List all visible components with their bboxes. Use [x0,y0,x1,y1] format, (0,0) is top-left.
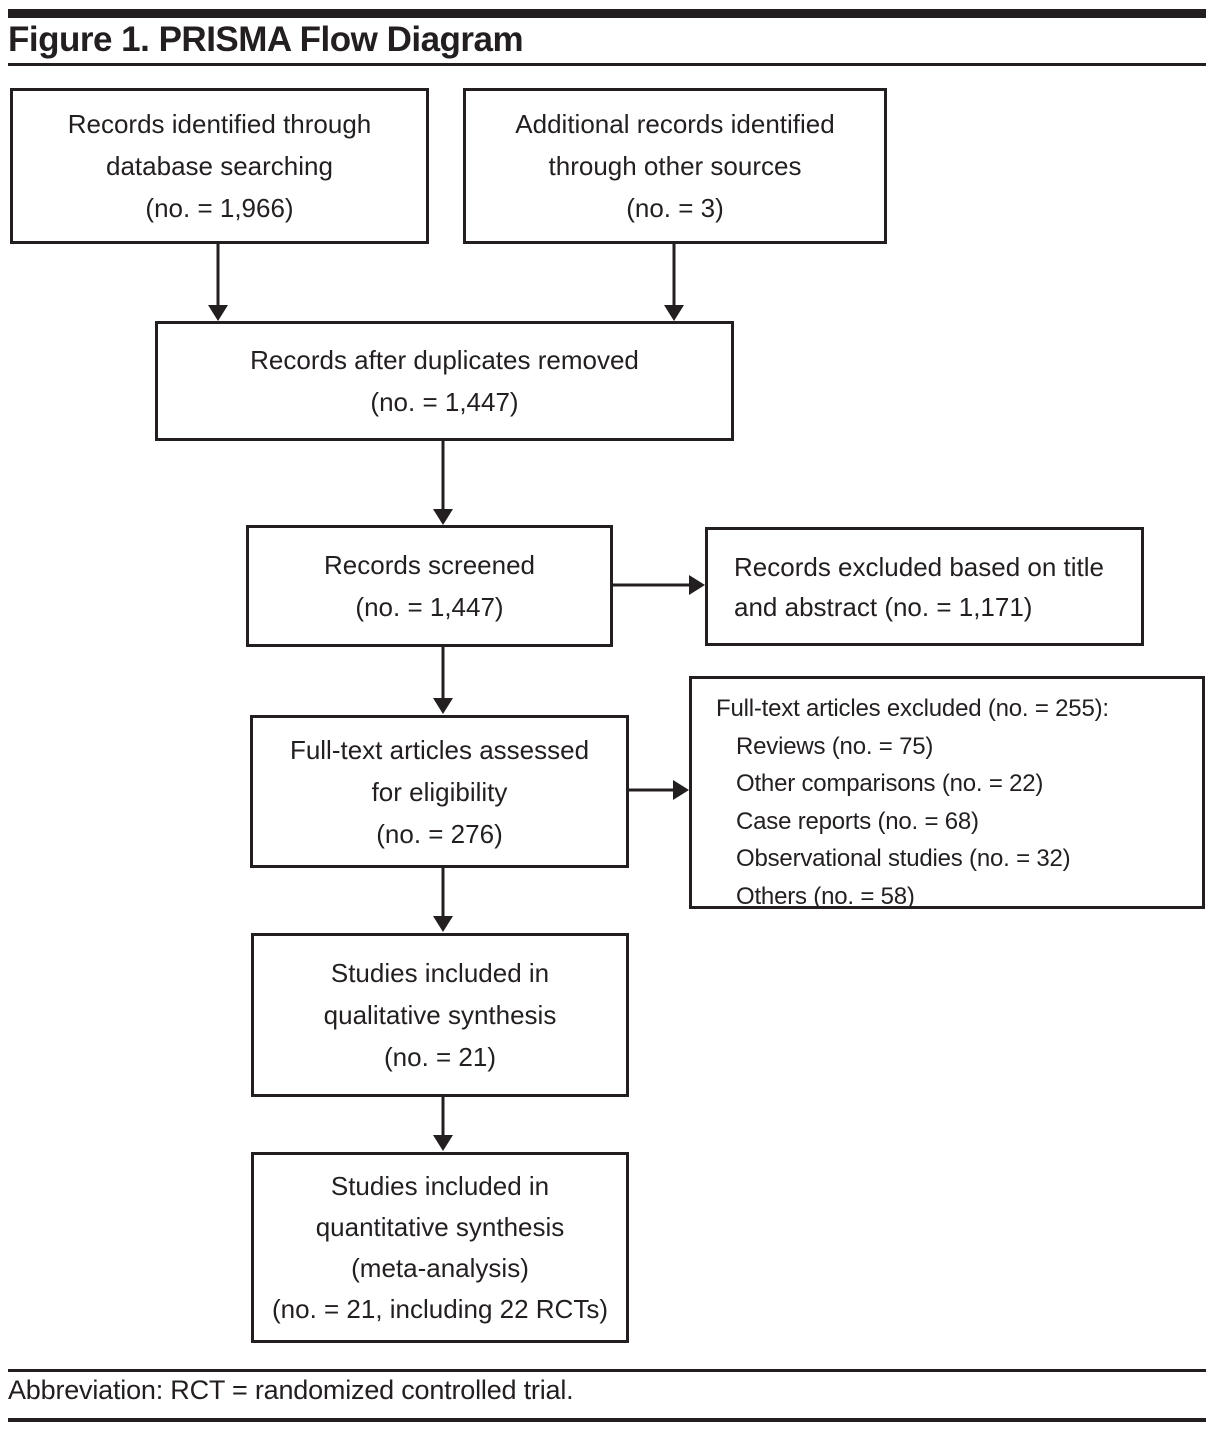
node-line: Full-text articles excluded (no. = 255): [716,695,1109,722]
node-line: (meta-analysis) [351,1252,529,1283]
arrowhead-down-icon [433,698,453,714]
node-line: Records identified through [67,109,372,139]
node-line: (no. = 1,966) [145,193,294,223]
node-line: (no. = 3) [626,193,724,223]
node-line: (no. = 21, including 22 RCTs) [271,1293,608,1324]
excluded-item: Observational studies (no. = 32) [736,845,1071,872]
node-fulltext-excluded: Full-text articles excluded (no. = 255):… [689,676,1205,910]
node-quantitative-synthesis: Studies included in quantitative synthes… [251,1152,629,1343]
node-qualitative-synthesis: Studies included in qualitative synthesi… [251,933,629,1097]
node-line: quantitative synthesis [315,1211,565,1242]
node-line: for eligibility [371,776,508,807]
arrow-deduplicated-to-screened [433,441,453,525]
arrowhead-right-icon [673,780,689,800]
node-line: Studies included in [330,1170,550,1201]
arrow-qualitative-to-quantitative [433,1097,453,1151]
node-additional-records: Additional records identified through ot… [463,88,887,244]
top-bar [8,9,1206,18]
figure-title: Figure 1. PRISMA Flow Diagram [8,20,524,59]
node-line: Records after duplicates removed [250,345,639,375]
arrow-screened-to-fulltext [433,647,453,714]
arrowhead-down-icon [433,1135,453,1151]
arrowhead-down-icon [433,509,453,525]
arrow-identified-to-deduplicated [208,244,228,321]
arrow-fulltext-to-qualitative [433,868,453,932]
footnote-rule-top [8,1369,1206,1372]
node-records-identified: Records identified through database sear… [10,88,429,244]
excluded-item: Reviews (no. = 75) [736,732,934,760]
abbreviation-note: Abbreviation: RCT = randomized controlle… [8,1375,574,1405]
arrowhead-down-icon [664,305,684,321]
node-line: (no. = 21) [383,1042,496,1072]
node-records-screened: Records screened (no. = 1,447) [246,525,613,647]
node-line: Records excluded based on title [734,551,1105,582]
node-line: (no. = 1,447) [355,592,504,622]
arrowhead-down-icon [433,916,453,932]
node-records-excluded: Records excluded based on title and abst… [705,527,1144,646]
node-line: Additional records identified [515,109,835,139]
node-line: qualitative synthesis [323,1000,557,1030]
node-line: (no. = 276) [376,818,503,849]
arrowhead-down-icon [208,305,228,321]
arrow-fulltext-to-excluded [629,780,689,800]
title-rule [8,63,1206,66]
node-line: Full-text articles assessed [289,734,590,765]
excluded-item: Others (no. = 58) [736,882,915,910]
node-line: and abstract (no. = 1,171) [734,591,1033,622]
node-fulltext-assessed: Full-text articles assessed for eligibil… [250,715,629,868]
arrowhead-right-icon [689,575,705,595]
footnote-rule-bottom [8,1418,1206,1422]
node-line: Records screened [324,550,535,580]
excluded-item: Other comparisons (no. = 22) [736,770,1044,797]
node-line: through other sources [548,151,802,181]
node-line: (no. = 1,447) [370,387,519,417]
excluded-item: Case reports (no. = 68) [736,807,979,835]
arrow-additional-to-deduplicated [664,244,684,321]
arrow-screened-to-excluded [613,575,705,595]
node-line: Studies included in [330,958,550,988]
node-duplicates-removed: Records after duplicates removed (no. = … [155,321,734,441]
node-line: database searching [106,151,333,181]
